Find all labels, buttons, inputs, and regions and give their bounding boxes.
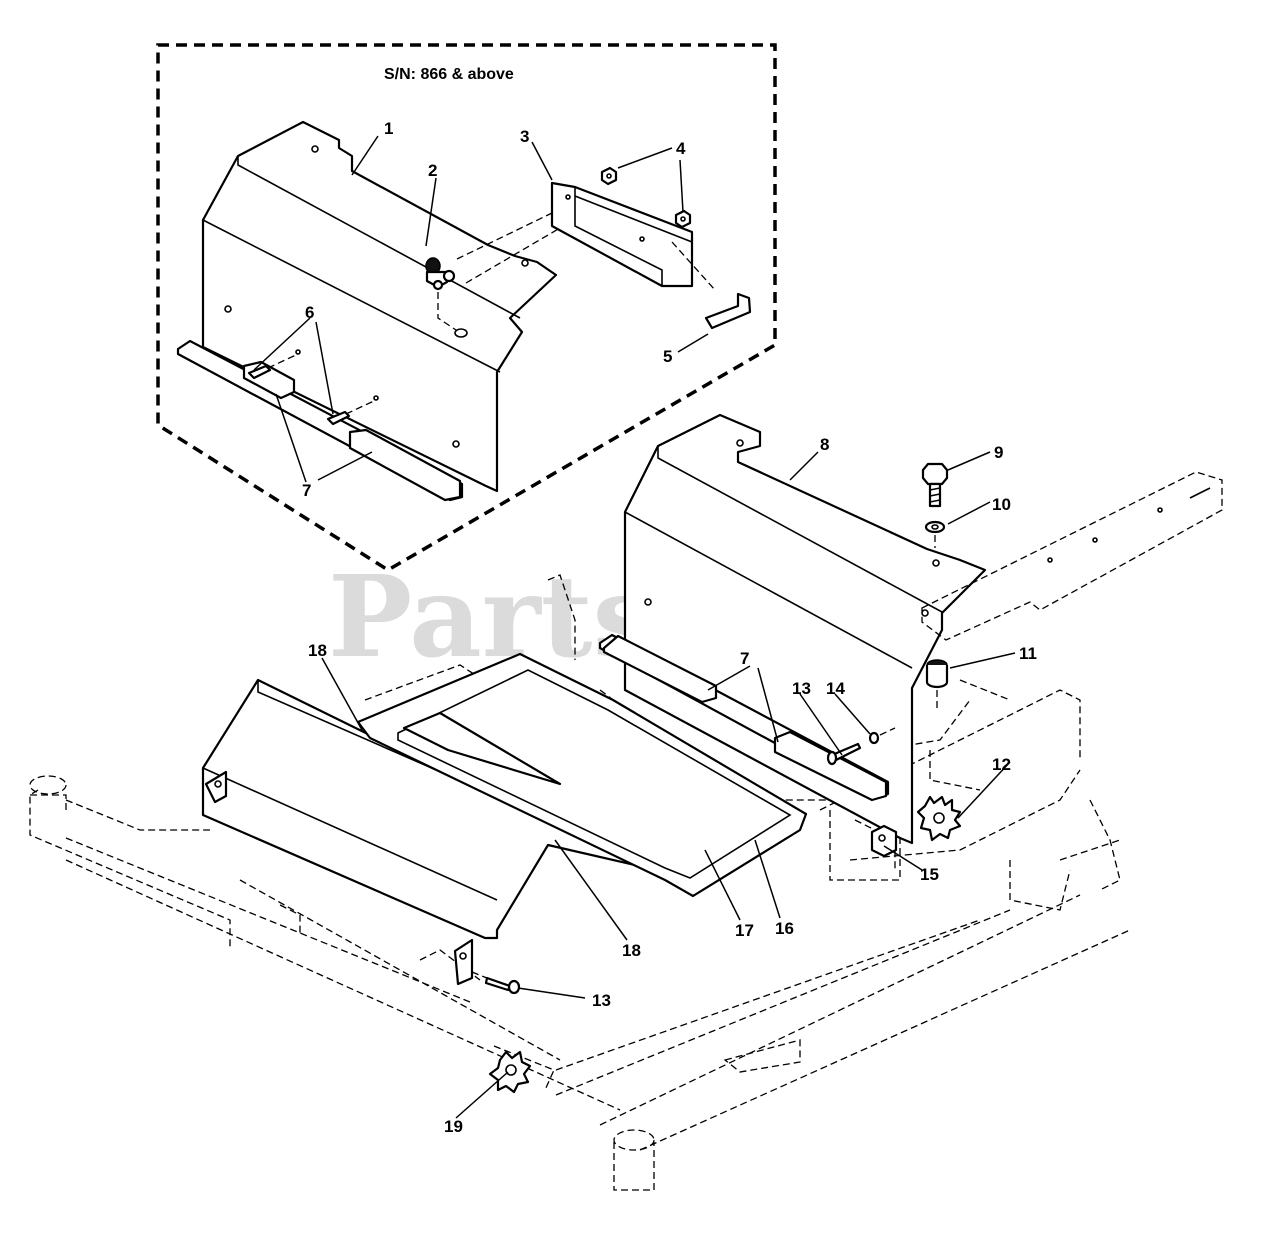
nut-pair xyxy=(600,166,692,229)
serial-note: S/N: 866 & above xyxy=(384,66,514,83)
inset-frame xyxy=(156,43,777,573)
callout-7-top: 7 xyxy=(302,481,311,500)
callout-19: 19 xyxy=(444,1117,463,1136)
callout-labels: 1 2 3 4 5 6 7 8 9 10 11 7 13 14 12 15 18… xyxy=(302,119,1037,1136)
callout-8: 8 xyxy=(820,435,829,454)
callout-12: 12 xyxy=(992,755,1011,774)
strip-mid xyxy=(598,633,890,802)
callout-2: 2 xyxy=(428,161,437,180)
callout-6: 6 xyxy=(305,303,314,322)
callout-5: 5 xyxy=(663,347,672,366)
knob xyxy=(916,795,962,842)
callout-11: 11 xyxy=(1019,644,1037,663)
bolt-bottom xyxy=(471,971,521,995)
callout-16: 16 xyxy=(775,919,794,938)
callout-13-mid: 13 xyxy=(792,679,811,698)
callout-14: 14 xyxy=(826,679,845,698)
callout-4: 4 xyxy=(676,139,686,158)
seat-pan xyxy=(356,652,808,898)
knob-bottom xyxy=(488,1050,532,1094)
callout-17: 17 xyxy=(735,921,754,940)
clip xyxy=(704,292,752,330)
spacer xyxy=(925,659,949,710)
strip-top xyxy=(176,339,464,502)
callout-1: 1 xyxy=(384,119,393,138)
callout-13-bottom: 13 xyxy=(592,991,611,1010)
callout-18-bottom: 18 xyxy=(622,941,641,960)
leader-lines xyxy=(253,135,1016,1119)
callout-7-mid: 7 xyxy=(740,649,749,668)
callout-15: 15 xyxy=(920,865,939,884)
latch xyxy=(425,257,468,338)
callout-3: 3 xyxy=(520,127,529,146)
callout-10: 10 xyxy=(992,495,1011,514)
main-panel xyxy=(623,413,987,845)
mounting-plate xyxy=(921,471,1223,641)
callout-9: 9 xyxy=(994,443,1003,462)
bracket xyxy=(456,181,716,291)
callout-18-top: 18 xyxy=(308,641,327,660)
bracket-clip xyxy=(870,824,898,858)
screw-pair xyxy=(247,349,379,426)
upper-panel xyxy=(201,120,558,493)
bolt-washer xyxy=(921,462,949,548)
bolt-mid xyxy=(826,727,896,766)
